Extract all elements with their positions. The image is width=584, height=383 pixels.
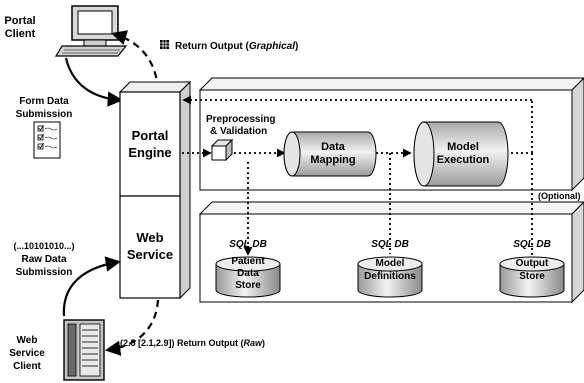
portal-engine-label-line2: Engine (128, 145, 171, 160)
model-def-label-line2: Definitions (364, 271, 416, 282)
patient-label-line1: Patient (231, 256, 265, 267)
form-data-label-line1: Form Data (19, 96, 69, 107)
portal-engine-box (119, 91, 181, 197)
optional-label: (Optional) (538, 191, 581, 201)
server-column (118, 80, 192, 300)
db-tag-model: SQL DB (371, 239, 409, 250)
raw-submission-arrow (62, 256, 122, 317)
preprocessing-label-line2: & Validation (210, 126, 267, 137)
return-output-graphical-label: Return Output (Graphical) (175, 41, 298, 52)
form-icon (33, 121, 61, 159)
server-icon (63, 319, 105, 381)
output-store-label-line1: Output (516, 258, 549, 269)
web-service-label-line1: Web (136, 230, 163, 245)
portal-client-label-line1: Portal (4, 15, 35, 27)
processing-box (198, 77, 584, 192)
db-tag-patient: SQL DB (229, 239, 267, 250)
ws-client-label-line1: Web (17, 335, 38, 346)
patient-label-line3: Store (235, 280, 261, 291)
data-mapping-label-line1: Data (321, 141, 346, 153)
portal-client-label-line2: Client (5, 28, 36, 40)
ws-client-label-line3: Client (13, 361, 41, 372)
model-execution-label-line1: Model (447, 141, 479, 153)
processing-flows (182, 95, 533, 256)
model-execution-label-line2: Execution (437, 154, 490, 166)
output-store-label-line2: Store (519, 271, 545, 282)
output-store-cylinder (499, 256, 565, 298)
portal-engine-label-line1: Portal (132, 128, 169, 143)
web-service-box (119, 195, 181, 299)
raw-data-label-line3: Submission (16, 267, 73, 278)
model-def-label-line1: Model (376, 258, 405, 269)
db-tag-output: SQL DB (513, 239, 551, 250)
ws-client-label-line2: Service (9, 348, 45, 359)
return-output-raw-label: (2.5 [2.1,2.9]) Return Output (Raw) (120, 338, 265, 348)
patient-label-line2: Data (237, 268, 259, 279)
data-mapping-cylinder (283, 131, 377, 177)
cube-icon (210, 138, 234, 162)
return-output-raw-arrow (104, 299, 160, 356)
computer-icon (54, 5, 128, 57)
data-mapping-label-line2: Mapping (310, 154, 355, 166)
grid-icon (160, 40, 169, 49)
form-submission-arrow (64, 57, 124, 107)
preprocessing-label-line1: Preprocessing (206, 114, 275, 125)
form-data-label-line2: Submission (16, 109, 73, 120)
model-execution-cylinder (413, 121, 509, 187)
model-definitions-cylinder (357, 256, 423, 298)
web-service-label-line2: Service (127, 247, 173, 262)
patient-data-store-cylinder (215, 256, 281, 298)
return-output-graphical-arrow (111, 30, 160, 91)
raw-data-label-line2: Raw Data (21, 254, 66, 265)
raw-data-label-line1: (...10101010...) (13, 241, 74, 251)
